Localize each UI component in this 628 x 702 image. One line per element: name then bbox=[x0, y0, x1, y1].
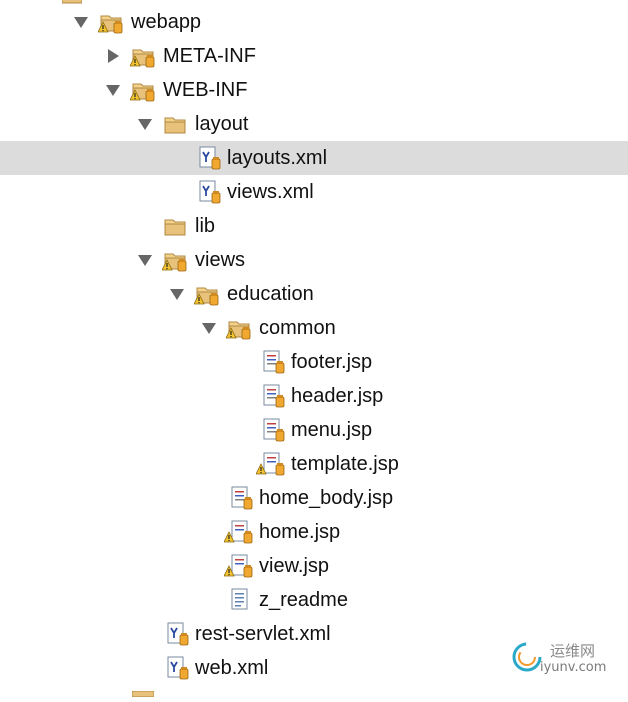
folder-warning-icon bbox=[162, 248, 188, 272]
jsp-file-icon bbox=[228, 486, 254, 510]
tree-item-label: layouts.xml bbox=[227, 147, 328, 169]
expand-arrow-icon[interactable] bbox=[138, 253, 152, 267]
tree-item-label: template.jsp bbox=[291, 453, 399, 475]
tree-item-label: META-INF bbox=[163, 45, 256, 67]
xml-file-icon bbox=[164, 622, 190, 646]
jsp-file-icon bbox=[260, 350, 286, 374]
folder-warning-icon bbox=[194, 282, 220, 306]
tree-item-label: views.xml bbox=[227, 181, 314, 203]
tree-row-menu-jsp[interactable]: menu.jsp bbox=[0, 413, 628, 447]
tree-item-label: menu.jsp bbox=[291, 419, 373, 441]
jsp-file-warning-icon bbox=[256, 452, 285, 476]
collapse-arrow-icon[interactable] bbox=[106, 49, 120, 63]
text-file-icon bbox=[228, 588, 254, 612]
tree-item-label: header.jsp bbox=[291, 385, 384, 407]
watermark-cn-text: 运维网 bbox=[550, 642, 596, 660]
watermark-logo-icon bbox=[510, 640, 544, 674]
folder-warning-icon bbox=[98, 10, 124, 34]
tree-row-lib[interactable]: lib bbox=[0, 209, 628, 243]
tree-item-label: common bbox=[259, 317, 336, 339]
partial-bottom-icon bbox=[131, 684, 155, 698]
expand-arrow-icon[interactable] bbox=[106, 83, 120, 97]
tree-item-label: WEB-INF bbox=[163, 79, 248, 101]
tree-item-label: home.jsp bbox=[259, 521, 341, 543]
tree-item-label: education bbox=[227, 283, 314, 305]
tree-item-label: webapp bbox=[131, 11, 202, 33]
tree-row-template-jsp[interactable]: template.jsp bbox=[0, 447, 628, 481]
watermark-en-text: iyunv.com bbox=[540, 660, 607, 675]
tree-row-education[interactable]: education bbox=[0, 277, 628, 311]
jsp-file-warning-icon bbox=[224, 520, 253, 544]
tree-item-label: lib bbox=[195, 215, 216, 237]
tree-item-label: views bbox=[195, 249, 246, 271]
tree-item-label: rest-servlet.xml bbox=[195, 623, 331, 645]
jsp-file-icon bbox=[260, 384, 286, 408]
tree-row-home-body-jsp[interactable]: home_body.jsp bbox=[0, 481, 628, 515]
tree-item-label: z_readme bbox=[259, 589, 348, 611]
expand-arrow-icon[interactable] bbox=[74, 15, 88, 29]
folder-icon bbox=[162, 112, 188, 136]
jsp-file-icon bbox=[260, 418, 286, 442]
tree-row-web-inf[interactable]: WEB-INF bbox=[0, 73, 628, 107]
tree-item-label: layout bbox=[195, 113, 249, 135]
tree-row-z-readme[interactable]: z_readme bbox=[0, 583, 628, 617]
tree-row-meta-inf[interactable]: META-INF bbox=[0, 39, 628, 73]
expand-arrow-icon[interactable] bbox=[202, 321, 216, 335]
expand-arrow-icon[interactable] bbox=[170, 287, 184, 301]
tree-row-home-jsp[interactable]: home.jsp bbox=[0, 515, 628, 549]
tree-row-layout[interactable]: layout bbox=[0, 107, 628, 141]
tree-row-view-jsp[interactable]: view.jsp bbox=[0, 549, 628, 583]
folder-warning-icon bbox=[130, 78, 156, 102]
watermark: 运维网 iyunv.com bbox=[510, 638, 620, 684]
tree-row-layouts-xml[interactable]: layouts.xml bbox=[0, 141, 628, 175]
tree-row-webapp[interactable]: webapp bbox=[0, 5, 628, 39]
tree-row-views[interactable]: views bbox=[0, 243, 628, 277]
folder-icon bbox=[162, 214, 188, 238]
tree-row-footer-jsp[interactable]: footer.jsp bbox=[0, 345, 628, 379]
tree-item-label: view.jsp bbox=[259, 555, 330, 577]
xml-file-icon bbox=[164, 656, 190, 680]
folder-warning-icon bbox=[130, 44, 156, 68]
partial-top-icon bbox=[61, 0, 83, 4]
tree-row-rest-servlet-xml[interactable]: rest-servlet.xml bbox=[0, 617, 628, 651]
xml-file-icon bbox=[196, 146, 222, 170]
tree-row-views-xml[interactable]: views.xml bbox=[0, 175, 628, 209]
tree-row-web-xml[interactable]: web.xml bbox=[0, 651, 628, 685]
tree-row-header-jsp[interactable]: header.jsp bbox=[0, 379, 628, 413]
tree-item-label: home_body.jsp bbox=[259, 487, 394, 509]
xml-file-icon bbox=[196, 180, 222, 204]
tree-item-label: web.xml bbox=[195, 657, 269, 679]
expand-arrow-icon[interactable] bbox=[138, 117, 152, 131]
folder-warning-icon bbox=[226, 316, 252, 340]
jsp-file-warning-icon bbox=[224, 554, 253, 578]
tree-item-label: footer.jsp bbox=[291, 351, 373, 373]
tree-row-common[interactable]: common bbox=[0, 311, 628, 345]
